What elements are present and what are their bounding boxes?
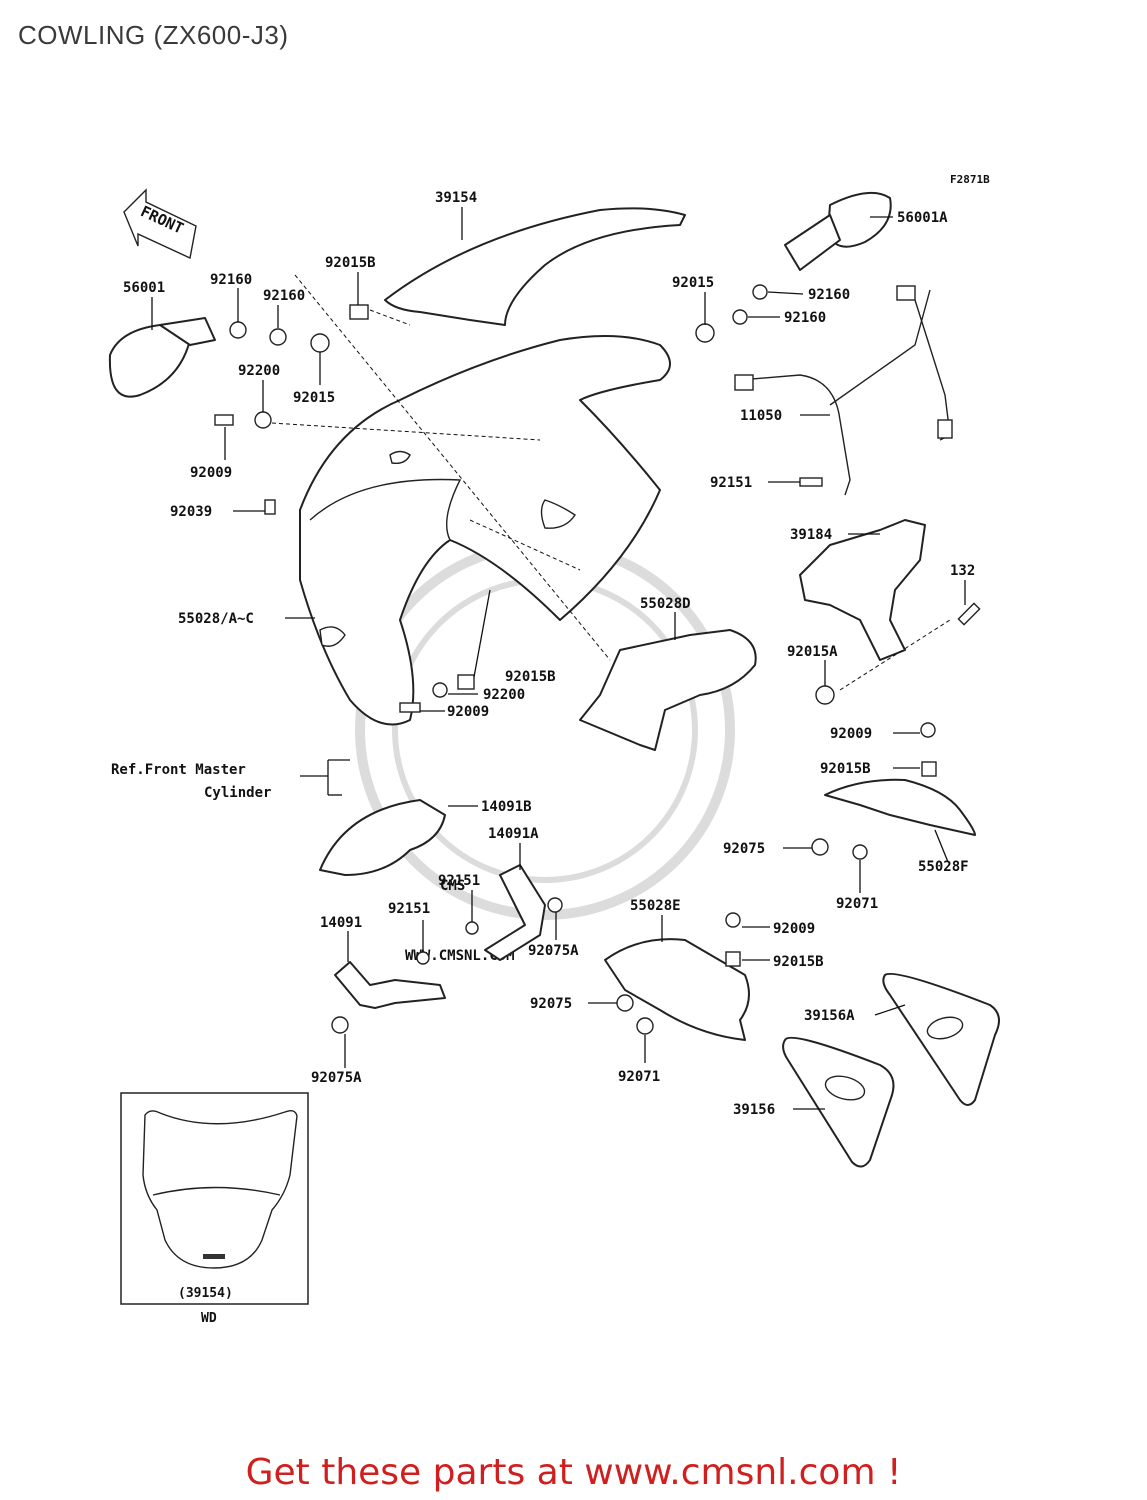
ref-front-master-line1: Ref.Front Master <box>111 762 246 778</box>
label-92151-b: 92151 <box>438 873 480 889</box>
label-92015-b: 92015 <box>293 390 335 406</box>
label-92015B-c: 92015B <box>820 761 871 777</box>
label-14091B: 14091B <box>481 799 532 815</box>
label-92015B-d: 92015B <box>773 954 824 970</box>
inner-cover-39156A <box>882 972 1000 1106</box>
side-duct-55028D <box>579 629 757 751</box>
label-92160-d: 92160 <box>784 310 826 326</box>
label-92160-c: 92160 <box>808 287 850 303</box>
label-92009-c: 92009 <box>830 726 872 742</box>
inset-part-label: (39154) <box>178 1286 233 1301</box>
fender-14091B <box>319 799 446 876</box>
label-39156: 39156 <box>733 1102 775 1118</box>
leader-lines <box>151 207 966 1110</box>
label-56001A: 56001A <box>897 210 948 226</box>
label-132: 132 <box>950 563 975 579</box>
label-39184: 39184 <box>790 527 832 543</box>
label-39156A: 39156A <box>804 1008 855 1024</box>
label-55028E: 55028E <box>630 898 681 914</box>
bracket-14091A <box>484 864 546 961</box>
inner-panel-39184 <box>799 519 926 661</box>
label-39154: 39154 <box>435 190 477 206</box>
upper-cowling <box>299 335 671 726</box>
label-56001: 56001 <box>123 280 165 296</box>
windscreen-shape <box>384 207 686 326</box>
label-55028F: 55028F <box>918 859 969 875</box>
label-92160-b: 92160 <box>263 288 305 304</box>
label-92009-a: 92009 <box>190 465 232 481</box>
bracket-14091 <box>334 961 446 1009</box>
label-92015B-b: 92015B <box>505 669 556 685</box>
label-92039: 92039 <box>170 504 212 520</box>
inner-cover-39156 <box>782 1036 895 1168</box>
mirror-right <box>784 191 892 271</box>
label-92151-c: 92151 <box>388 901 430 917</box>
part-labels: 39154 56001A 56001 92160 92160 92015B 92… <box>111 190 975 1118</box>
ref-front-master-line2: Cylinder <box>204 785 271 801</box>
label-92075-b: 92075 <box>530 996 572 1012</box>
label-92015-a: 92015 <box>672 275 714 291</box>
label-92009-d: 92009 <box>773 921 815 937</box>
under-cowl-55028F <box>824 778 976 836</box>
label-92200-a: 92200 <box>238 363 280 379</box>
label-14091A: 14091A <box>488 826 539 842</box>
svg-text:CMS: CMS <box>440 878 465 894</box>
ref-code: F2871B <box>950 173 990 186</box>
label-92071-a: 92071 <box>836 896 878 912</box>
inset-variant-label: WD <box>201 1311 217 1326</box>
under-cowl-55028E <box>604 938 750 1041</box>
label-92075A-b: 92075A <box>311 1070 362 1086</box>
label-92151-a: 92151 <box>710 475 752 491</box>
mirror-left <box>108 317 216 398</box>
label-92015B-a: 92015B <box>325 255 376 271</box>
page-title: COWLING (ZX600-J3) <box>18 20 289 50</box>
label-92200-b: 92200 <box>483 687 525 703</box>
label-55028-A-C: 55028/A~C <box>178 611 254 627</box>
cowling-stay <box>734 285 953 496</box>
label-92009-b: 92009 <box>447 704 489 720</box>
alignment-lines <box>271 274 951 691</box>
label-11050: 11050 <box>740 408 782 424</box>
label-14091: 14091 <box>320 915 362 931</box>
label-92160-a: 92160 <box>210 272 252 288</box>
fasteners <box>214 284 981 1035</box>
label-92075-a: 92075 <box>723 841 765 857</box>
label-92015A: 92015A <box>787 644 838 660</box>
label-55028D: 55028D <box>640 596 691 612</box>
front-arrow-icon: FRONT <box>123 188 197 260</box>
inset-windscreen: (39154) WD <box>120 1092 309 1326</box>
promo-banner: Get these parts at www.cmsnl.com ! <box>245 1452 902 1493</box>
label-92075A-a: 92075A <box>528 943 579 959</box>
label-92071-b: 92071 <box>618 1069 660 1085</box>
